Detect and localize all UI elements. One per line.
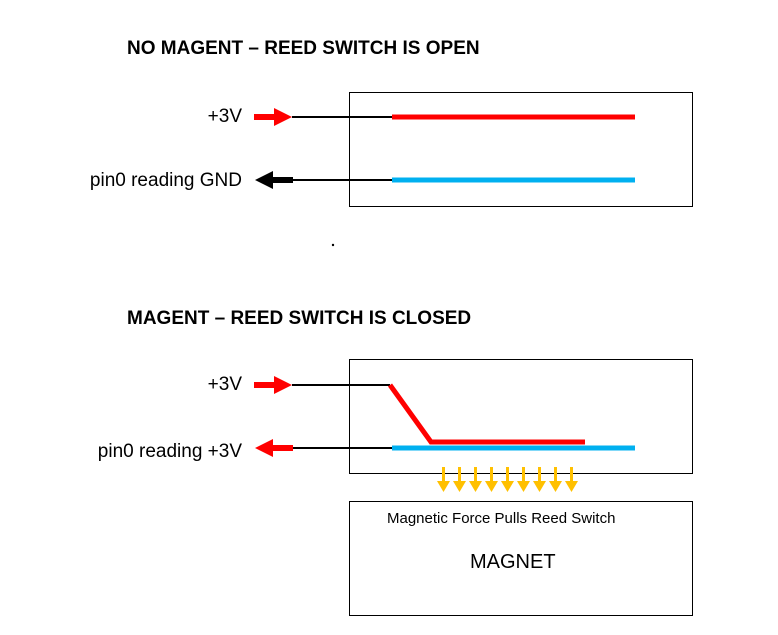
open-input-arrow-icon [254, 108, 292, 126]
force-arrow-icon [437, 467, 450, 492]
force-arrow-icon [565, 467, 578, 492]
closed-input-label: +3V [207, 374, 242, 395]
magnet-caption: Magnetic Force Pulls Reed Switch [387, 510, 616, 527]
force-arrow-icon [453, 467, 466, 492]
open-state-heading: NO MAGENT – REED SWITCH IS OPEN [127, 38, 480, 59]
closed-reed-switch-box [349, 359, 693, 474]
magnet-box [349, 501, 693, 616]
closed-output-arrow-icon [255, 439, 293, 457]
open-output-label: pin0 reading GND [89, 170, 242, 191]
closed-state-heading: MAGENT – REED SWITCH IS CLOSED [127, 308, 472, 329]
force-arrow-icon [469, 467, 482, 492]
closed-output-label: pin0 reading +3V [97, 441, 242, 462]
magnetic-force-arrows [437, 467, 578, 492]
open-reed-switch-box [349, 92, 693, 207]
force-arrow-icon [501, 467, 514, 492]
closed-power-reed-wire [387, 383, 585, 445]
closed-input-arrow-icon [254, 376, 292, 394]
force-arrow-icon [533, 467, 546, 492]
force-arrow-icon [485, 467, 498, 492]
magnet-title: MAGNET [470, 551, 556, 573]
stray-dot [331, 243, 335, 247]
open-output-arrow-icon [255, 171, 293, 189]
open-input-label: +3V [207, 106, 242, 127]
force-arrow-icon [517, 467, 530, 492]
force-arrow-icon [549, 467, 562, 492]
